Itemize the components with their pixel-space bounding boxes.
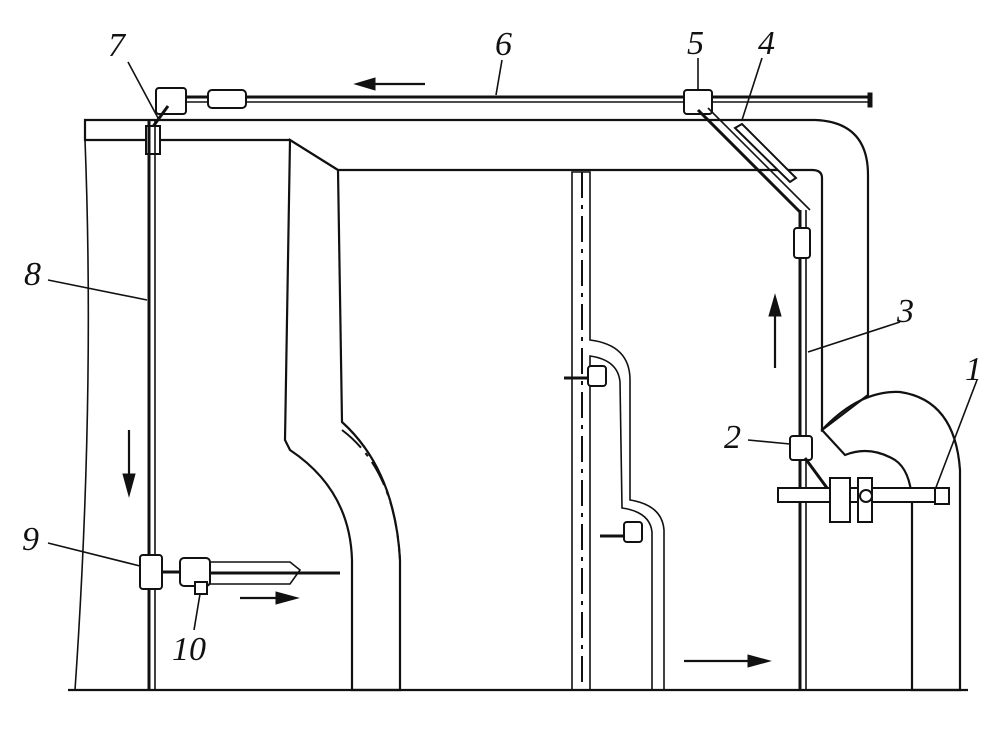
arrow-right-floor (684, 654, 772, 668)
arrow-left (353, 77, 425, 91)
partition-device-lower (600, 521, 643, 543)
label-10: 10 (172, 631, 206, 668)
central-partition (571, 171, 665, 691)
label-9: 9 (22, 521, 39, 558)
vertical-rod-left (147, 120, 156, 690)
arrow-up (768, 293, 782, 368)
inclined-link (696, 107, 811, 214)
right-arch (820, 390, 962, 692)
label-6: 6 (495, 26, 512, 63)
arrow-down (122, 430, 136, 498)
left-furnace-wall (283, 138, 402, 692)
label-2: 2 (724, 419, 741, 456)
burner-assembly-left (139, 554, 340, 595)
top-rod (180, 89, 873, 109)
label-5: 5 (687, 25, 704, 62)
label-4: 4 (758, 25, 775, 62)
outer-wall-edge (74, 139, 90, 691)
arrow-right-lower (240, 591, 300, 605)
label-7: 7 (108, 27, 127, 64)
label-3: 3 (896, 293, 914, 330)
label-1: 1 (965, 351, 982, 388)
roof-brickwork (83, 118, 870, 433)
burner-assembly-right (777, 435, 950, 523)
leader-lines (47, 57, 978, 631)
label-8: 8 (24, 256, 41, 293)
partition-device-upper (564, 365, 607, 387)
